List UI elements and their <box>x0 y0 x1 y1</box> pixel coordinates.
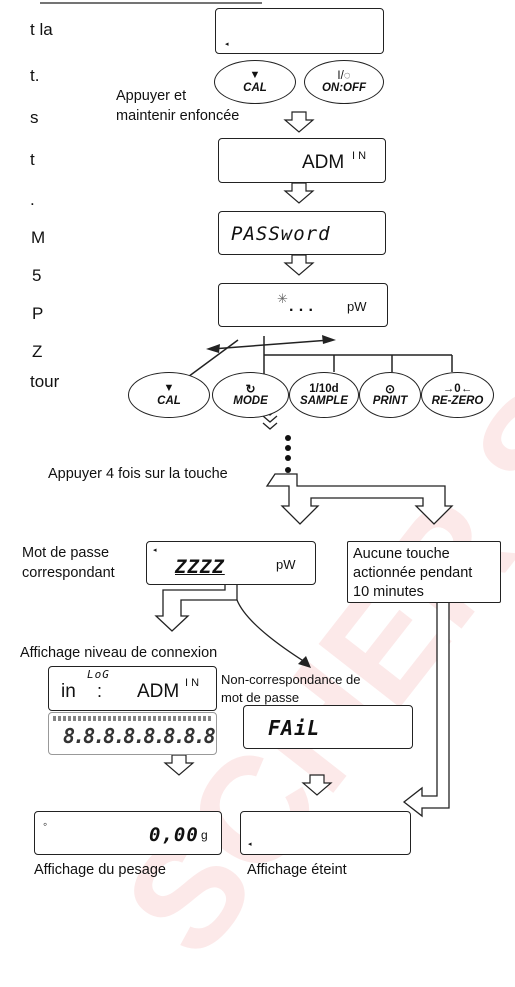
admin-superscript: I N <box>352 150 367 162</box>
stable-icon: ◦ <box>43 817 48 831</box>
weighing-label: Affichage du pesage <box>34 862 166 878</box>
cal-button[interactable]: ▼ CAL <box>128 372 210 418</box>
admin-text: ADM <box>302 152 345 173</box>
admin-text: ADM <box>137 681 180 702</box>
display-fail: FAiL <box>243 705 413 749</box>
mode-label: MODE <box>233 395 268 408</box>
segments-text: 8.8.8.8.8.8.8.8 <box>63 724 216 748</box>
display-marker: ◂ <box>225 41 229 48</box>
colon-text: : <box>97 681 103 701</box>
left-cut-line: tour <box>30 372 60 391</box>
sample-top-label: 1/10d <box>309 382 339 395</box>
left-cut-line: M <box>31 228 46 247</box>
pw-match-label-2: correspondant <box>22 565 115 581</box>
off-label: Affichage éteint <box>247 862 347 878</box>
onoff-label: ON:OFF <box>321 82 367 94</box>
power-icon: I/◌ <box>337 69 351 82</box>
display-zzzz: ◂ ZZZZ pW <box>146 541 316 585</box>
press-hold-label: Appuyer et <box>116 88 187 104</box>
display-weighing: ◦ 0,00 g <box>34 811 222 855</box>
no-key-box: Aucune touche actionnée pendant 10 minut… <box>347 541 501 603</box>
mismatch-label-2: mot de passe <box>221 690 300 705</box>
display-password: PASSword <box>218 211 386 255</box>
rezero-label: RE-ZERO <box>431 395 484 407</box>
display-marker: ◂ <box>153 547 157 554</box>
weight-unit: g <box>201 828 208 842</box>
display-off-top: ◂ <box>215 8 384 54</box>
blink-icon: ✳ <box>277 291 288 306</box>
display-marker: ◂ <box>248 841 252 848</box>
press-hold-label-2: maintenir enfoncée <box>116 108 240 124</box>
display-pw-entry: ✳ · · · pW <box>218 283 388 327</box>
in-text: in <box>61 681 76 702</box>
sample-label: SAMPLE <box>300 395 348 407</box>
left-cut-line: 5 <box>32 266 42 285</box>
cal-label: CAL <box>243 81 267 94</box>
mismatch-label: Non-correspondance de <box>221 672 361 687</box>
left-cut-line: P <box>32 304 44 323</box>
left-cut-line: s <box>30 108 39 127</box>
zzzz-text: ZZZZ <box>175 556 225 578</box>
mode-button[interactable]: ↻ MODE <box>212 372 289 418</box>
log-text: LoG <box>87 668 110 681</box>
rezero-button[interactable]: →0← RE-ZERO <box>421 372 494 418</box>
cycle-icon: ↻ <box>245 381 256 396</box>
pw-dots: · · · <box>289 302 314 319</box>
connection-level-label: Affichage niveau de connexion <box>20 645 218 661</box>
no-key-line: Aucune touche <box>353 546 450 562</box>
fail-text: FAiL <box>268 716 321 740</box>
left-cut-line: t la <box>30 20 53 39</box>
cal-button-top[interactable]: ▼ CAL <box>214 60 296 104</box>
triangle-down-icon: ▼ <box>163 382 175 395</box>
triangle-down-icon: ▼ <box>249 69 261 82</box>
sample-button[interactable]: 1/10d SAMPLE <box>289 372 359 418</box>
admin-superscript: I N <box>185 677 200 689</box>
left-cut-line: . <box>30 190 35 209</box>
print-button[interactable]: ⊙ PRINT <box>359 372 421 418</box>
pw-unit: pW <box>347 299 367 314</box>
left-cut-line: Z <box>32 342 43 361</box>
display-admin: ADM I N <box>218 138 386 183</box>
segment-indicators <box>53 716 211 721</box>
left-cut-line: t. <box>30 66 40 85</box>
weight-value: 0,00 <box>149 824 199 846</box>
display-login: LoG in : ADM I N <box>48 666 217 711</box>
rezero-icon: →0← <box>442 382 473 395</box>
cal-label: CAL <box>157 394 181 407</box>
no-key-line: 10 minutes <box>353 584 424 600</box>
no-key-line: actionnée pendant <box>353 565 473 581</box>
pw-match-label: Mot de passe <box>22 545 110 561</box>
onoff-button[interactable]: I/◌ ON:OFF <box>304 60 384 104</box>
password-text: PASSword <box>231 223 331 245</box>
print-label: PRINT <box>372 395 408 408</box>
left-cut-line: t <box>30 150 35 169</box>
display-off-bottom: ◂ <box>240 811 411 855</box>
display-all-segments: 8.8.8.8.8.8.8.8 <box>48 712 217 755</box>
press-4-label: Appuyer 4 fois sur la touche <box>48 466 228 482</box>
print-icon: ⊙ <box>384 381 396 396</box>
zzzz-unit: pW <box>276 557 296 572</box>
